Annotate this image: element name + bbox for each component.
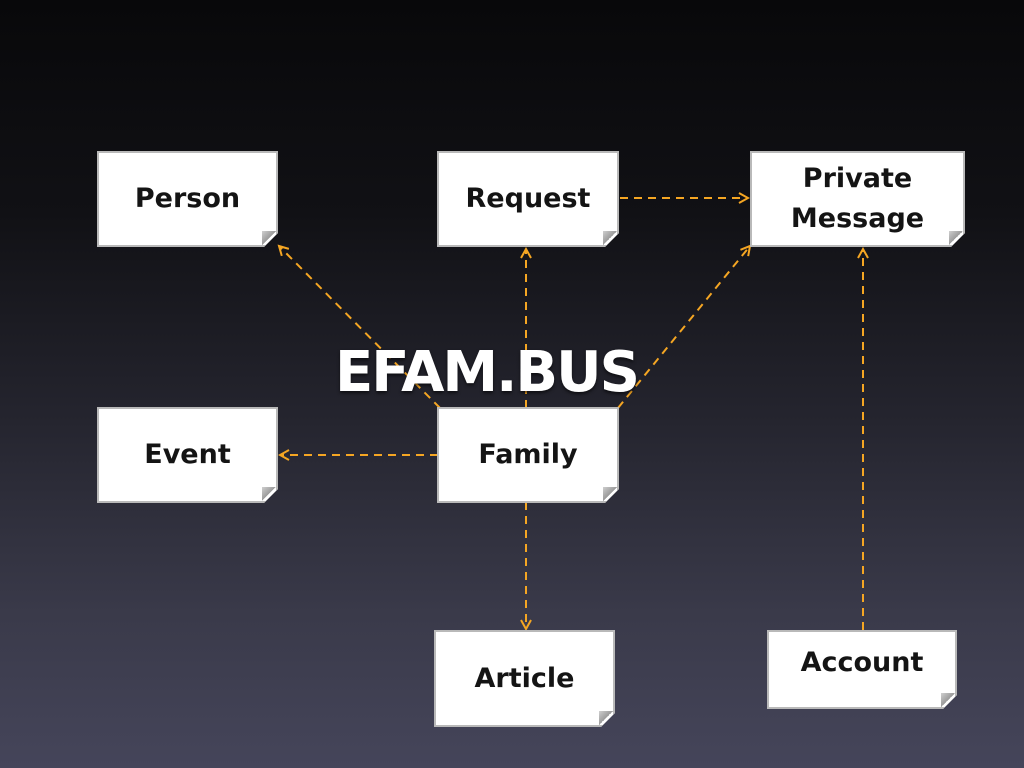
node-event-label: Event (144, 439, 231, 470)
node-person[interactable]: Person (97, 151, 278, 247)
node-account[interactable]: Account (767, 630, 957, 709)
node-private-message[interactable]: Private Message (750, 151, 965, 247)
diagram-title: EFAM.BUS (335, 340, 640, 405)
node-article[interactable]: Article (434, 630, 615, 727)
node-person-label: Person (134, 183, 241, 214)
node-article-label: Article (474, 662, 575, 694)
node-event[interactable]: Event (97, 407, 278, 503)
node-account-label: Account (800, 646, 924, 678)
node-family[interactable]: Family (437, 407, 619, 503)
edge-family-to-private-message (617, 246, 750, 409)
node-private-message-label: Private Message (790, 163, 925, 234)
edge-family-to-person (279, 246, 441, 409)
node-request[interactable]: Request (437, 151, 619, 247)
node-family-label: Family (478, 439, 578, 470)
node-request-label: Request (465, 183, 591, 214)
